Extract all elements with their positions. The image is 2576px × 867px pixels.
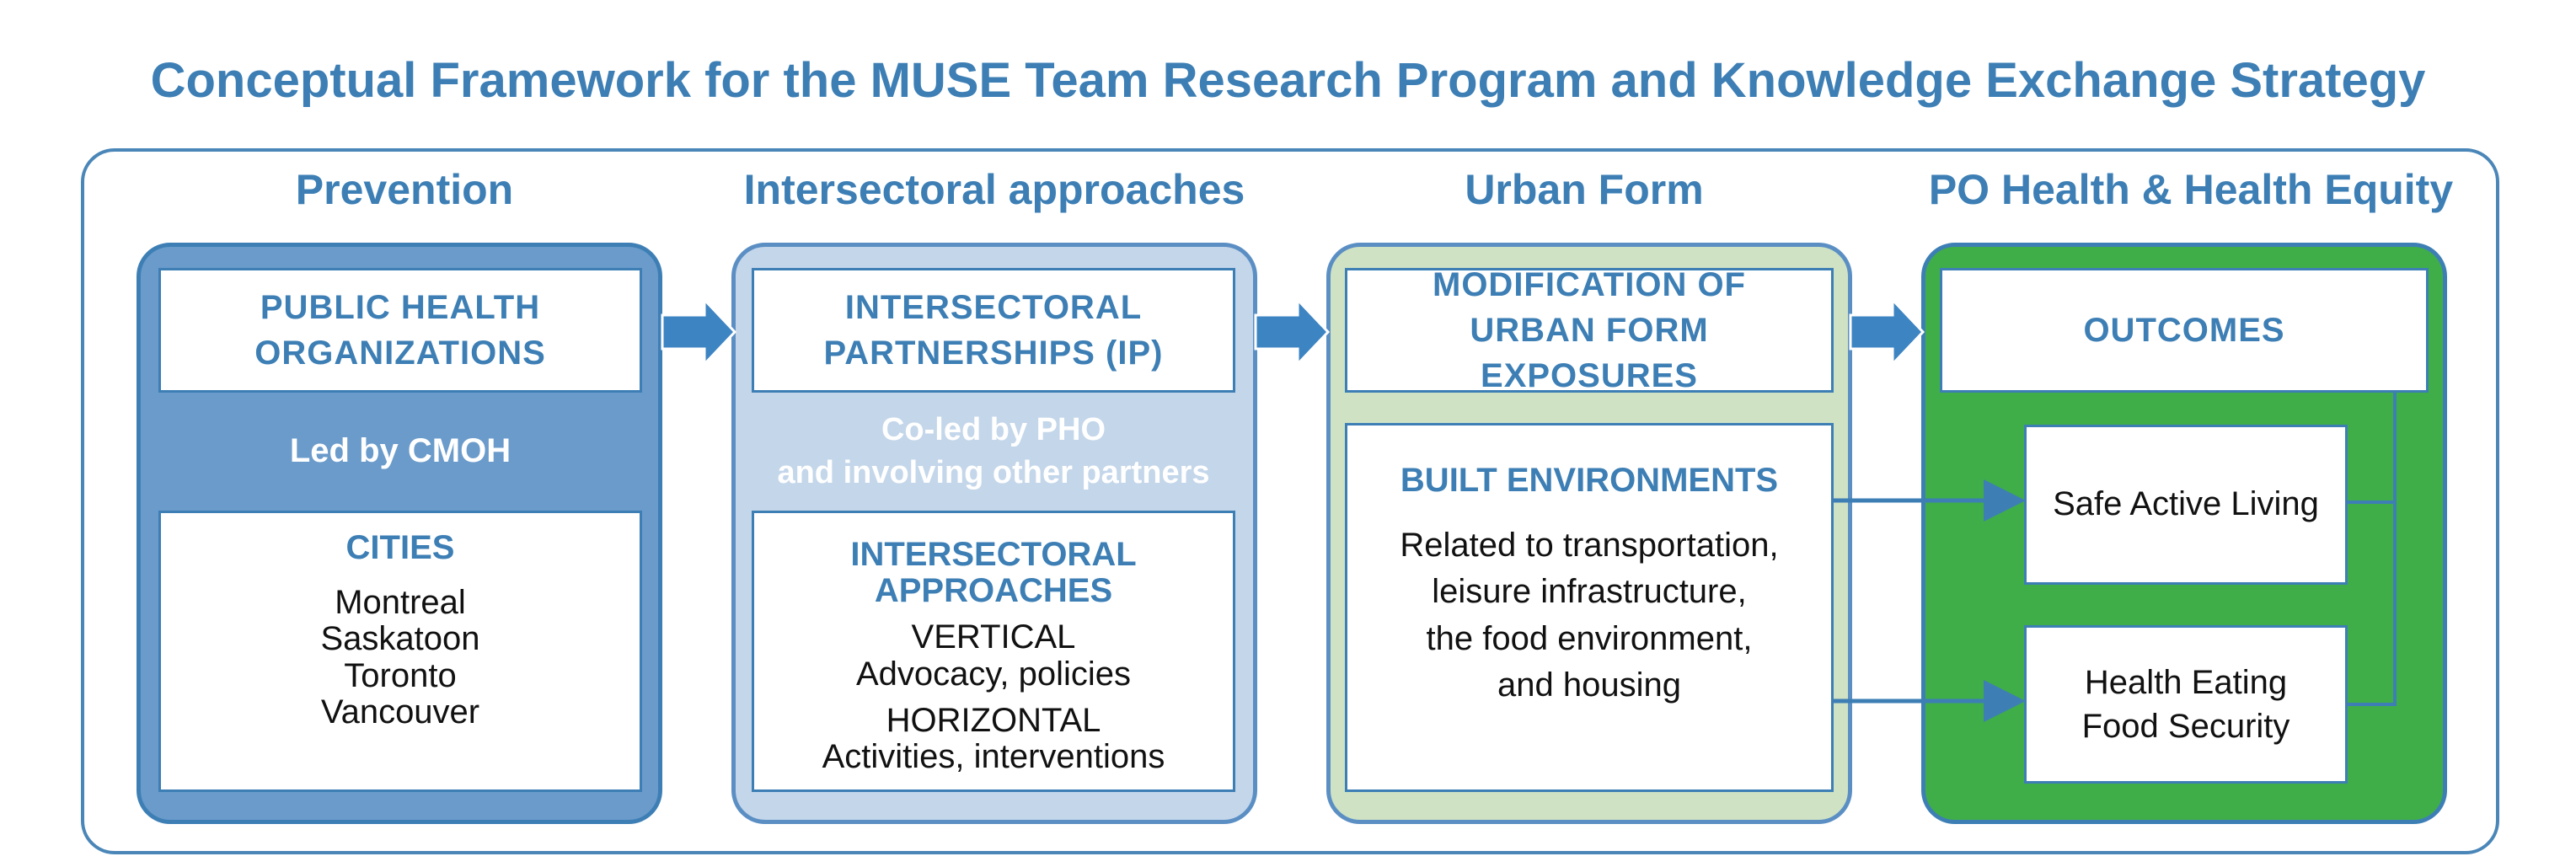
intersectoral-approaches-box: INTERSECTORAL APPROACHES VERTICAL Advoca… [752, 511, 1235, 792]
city-item: Vancouver [320, 693, 480, 731]
co-led-line1: Co-led by PHO [881, 411, 1106, 447]
horizontal-label: HORIZONTAL [886, 701, 1101, 739]
safe-active-living-label: Safe Active Living [2053, 485, 2319, 523]
arrow-prevention-to-intersectoral-icon [661, 297, 737, 367]
modification-urban-form-box: MODIFICATION OF URBAN FORM EXPOSURES [1345, 266, 1834, 394]
co-led-line2: and involving other partners [777, 455, 1210, 490]
built-environment-line: Related to transportation, [1400, 527, 1779, 565]
built-environments-box: BUILT ENVIRONMENTS Related to transporta… [1345, 423, 1834, 792]
connector-built-to-outcomes-icon [1834, 479, 2026, 722]
header-intersectoral: Intersectoral approaches [743, 166, 1245, 213]
header-urban-form: Urban Form [1465, 166, 1704, 213]
arrow-urban-to-outcomes-icon [1849, 297, 1925, 367]
safe-active-living-box: Safe Active Living [2024, 425, 2348, 585]
food-security-label: Food Security [2081, 708, 2290, 745]
public-health-organizations-label: PUBLIC HEALTH ORGANIZATIONS [254, 289, 546, 372]
city-item: Toronto [344, 656, 457, 694]
led-by-cmoh-label: Led by CMOH [289, 431, 511, 469]
diagram-title: Conceptual Framework for the MUSE Team R… [150, 53, 2426, 108]
vertical-text: Advocacy, policies [855, 655, 1132, 693]
built-environments-title: BUILT ENVIRONMENTS [1400, 462, 1779, 499]
arrow-intersectoral-to-urban-icon [1254, 297, 1331, 367]
outer-frame [81, 148, 2499, 854]
public-health-organizations-box: PUBLIC HEALTH ORGANIZATIONS [158, 268, 642, 393]
built-environment-line: and housing [1497, 666, 1681, 704]
outcomes-bracket-icon [2348, 393, 2397, 706]
co-led-band: Co-led by PHO and involving other partne… [742, 408, 1245, 495]
health-eating-box: Health Eating Food Security [2024, 625, 2348, 784]
header-prevention: Prevention [295, 166, 514, 213]
cities-title: CITIES [345, 529, 455, 566]
city-item: Saskatoon [320, 620, 480, 658]
outcomes-box: OUTCOMES [1940, 268, 2429, 393]
health-eating-label: Health Eating [2084, 664, 2288, 701]
intersectoral-approaches-title: INTERSECTORAL APPROACHES [850, 536, 1137, 610]
city-item: Montreal [335, 584, 466, 622]
header-po-health: PO Health & Health Equity [1928, 166, 2454, 213]
modification-urban-form-label: MODIFICATION OF URBAN FORM EXPOSURES [1433, 266, 1746, 394]
built-environment-line: the food environment, [1426, 619, 1753, 657]
vertical-label: VERTICAL [911, 618, 1076, 656]
intersectoral-partnerships-box: INTERSECTORAL PARTNERSHIPS (IP) [752, 268, 1235, 393]
intersectoral-partnerships-label: INTERSECTORAL PARTNERSHIPS (IP) [823, 289, 1164, 372]
outcomes-label: OUTCOMES [2083, 312, 2285, 349]
horizontal-text: Activities, interventions [822, 737, 1165, 775]
built-environment-line: leisure infrastructure, [1432, 573, 1747, 611]
cities-box: CITIES Montreal Saskatoon Toronto Vancou… [158, 511, 642, 792]
